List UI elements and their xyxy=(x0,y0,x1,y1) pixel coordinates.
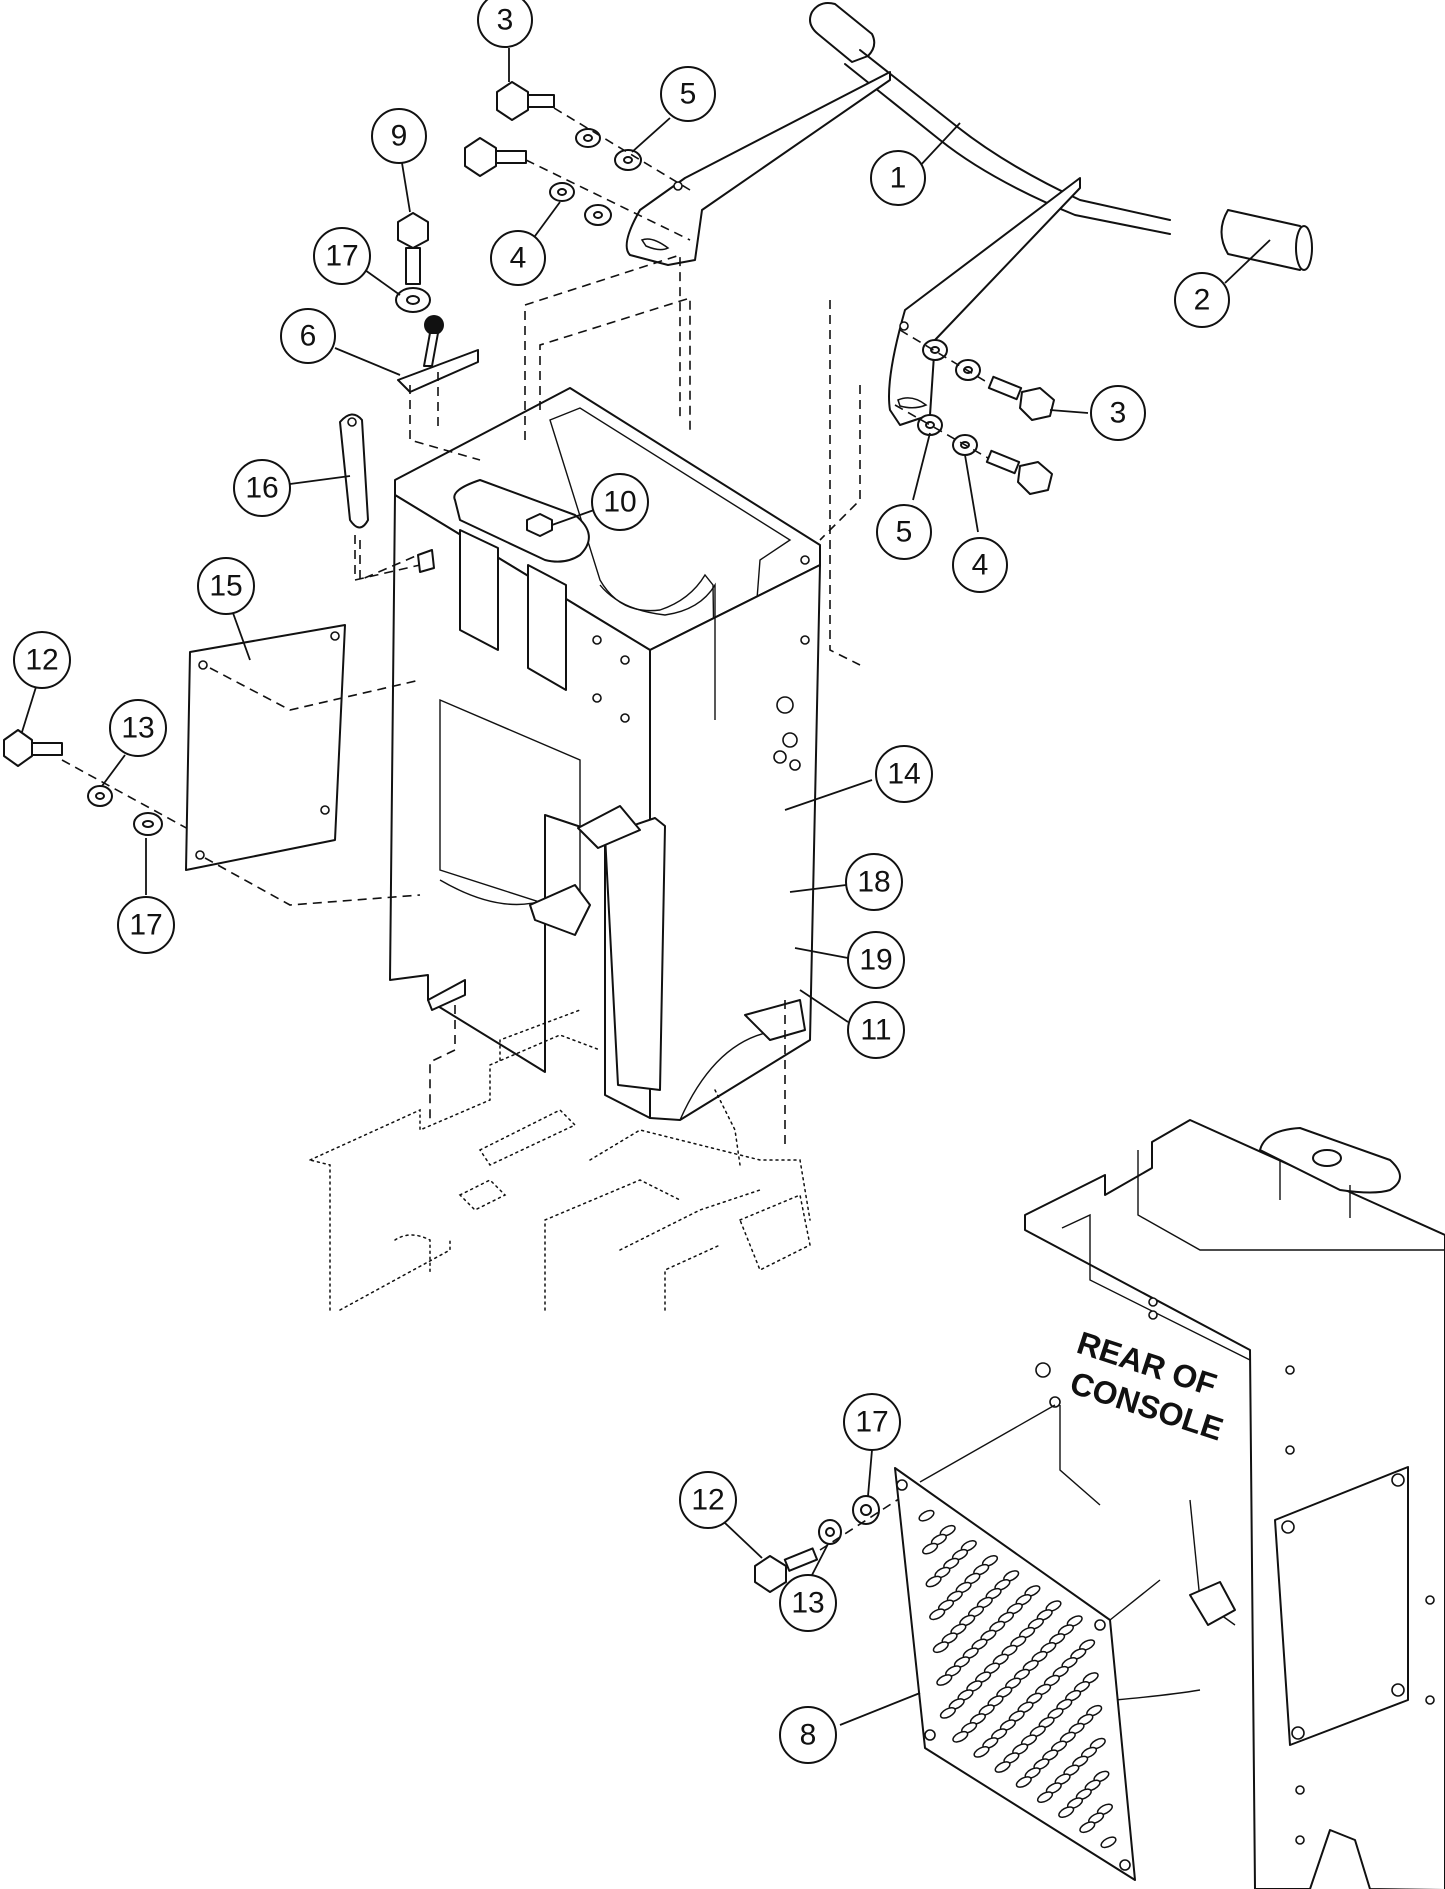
callout-17-top-label: 17 xyxy=(325,240,358,273)
callout-17-rear-label: 17 xyxy=(855,1406,888,1439)
callout-17-rear: 17 xyxy=(843,1393,901,1451)
callout-16: 16 xyxy=(233,459,291,517)
grille-slot xyxy=(952,1730,969,1743)
callout-8-label: 8 xyxy=(800,1719,817,1752)
grille-slot xyxy=(936,1674,953,1686)
callout-6-label: 6 xyxy=(300,320,317,353)
callout-10: 10 xyxy=(591,473,649,531)
callout-2-label: 2 xyxy=(1194,284,1211,317)
callout-11-label: 11 xyxy=(860,1014,891,1047)
callout-4-right: 4 xyxy=(952,537,1008,593)
callout-19-label: 19 xyxy=(859,944,892,977)
callout-16-label: 16 xyxy=(245,472,278,505)
callout-1: 1 xyxy=(870,150,926,206)
callout-14: 14 xyxy=(875,745,933,803)
callout-4-left: 4 xyxy=(490,230,546,286)
handlebar-assembly xyxy=(625,2,1313,426)
callout-14-label: 14 xyxy=(887,758,920,791)
lever-plate xyxy=(339,413,435,582)
grille-slot xyxy=(932,1641,949,1654)
grille-slot xyxy=(929,1608,946,1621)
callout-1-label: 1 xyxy=(890,162,907,195)
side-cover-panel xyxy=(185,624,421,906)
callout-9: 9 xyxy=(371,108,427,164)
callout-9-label: 9 xyxy=(391,120,408,153)
perforated-grille xyxy=(894,1404,1161,1881)
grille-slot xyxy=(1100,1836,1117,1849)
grille-slot xyxy=(922,1542,939,1555)
grille-slot xyxy=(973,1745,990,1758)
callout-13-left: 13 xyxy=(109,699,167,757)
callout-13-rear-label-text: 13 xyxy=(791,1587,824,1620)
callout-6: 6 xyxy=(280,308,336,364)
callout-3-top: 3 xyxy=(477,0,533,48)
callout-13-rear: 13 xyxy=(779,1574,837,1632)
grille-slot xyxy=(939,1706,956,1719)
grille-slot xyxy=(1079,1821,1096,1834)
callout-5-right-label: 5 xyxy=(896,516,913,549)
callout-12-left: 12 xyxy=(13,631,71,689)
callout-12-rear: 12 xyxy=(679,1471,737,1529)
callout-13-left-label: 13 xyxy=(121,712,154,745)
grille-slot xyxy=(994,1761,1011,1773)
callout-19: 19 xyxy=(847,931,905,989)
callout-17-left: 17 xyxy=(117,896,175,954)
callout-3-top-label: 3 xyxy=(497,4,514,37)
grille-slot xyxy=(1058,1806,1075,1819)
grille-slot xyxy=(918,1509,935,1522)
callout-18-label: 18 xyxy=(857,866,890,899)
grille-slot xyxy=(925,1575,942,1588)
callout-17-top: 17 xyxy=(313,227,371,285)
callout-group: 1 2 3 3 4 4 5 5 6 9 10 11 12 xyxy=(13,0,1271,1764)
callout-3-right-label: 3 xyxy=(1110,397,1127,430)
callout-11: 11 xyxy=(847,1001,905,1059)
console-frame xyxy=(359,253,861,1150)
callout-3-right: 3 xyxy=(1090,385,1146,441)
callout-5-top-label: 5 xyxy=(680,78,697,111)
callout-13-rear-label: 12 xyxy=(691,1484,724,1517)
callout-8: 8 xyxy=(779,1706,837,1764)
callout-4-left-label: 4 xyxy=(510,242,527,275)
callout-10-label: 10 xyxy=(603,486,636,519)
callout-4-right-label: 4 xyxy=(972,549,989,582)
callout-2: 2 xyxy=(1174,272,1230,328)
callout-5-top: 5 xyxy=(660,66,716,122)
callout-17-left-label: 17 xyxy=(129,909,162,942)
base-frame-outline xyxy=(309,1009,811,1311)
grille-slot xyxy=(1015,1776,1032,1788)
callout-18: 18 xyxy=(845,853,903,911)
callout-15-label: 15 xyxy=(209,570,242,603)
grille-slot xyxy=(1036,1791,1054,1804)
callout-15: 15 xyxy=(197,557,255,615)
callout-12-left-label: 12 xyxy=(25,644,58,677)
callout-5-right: 5 xyxy=(876,504,932,560)
